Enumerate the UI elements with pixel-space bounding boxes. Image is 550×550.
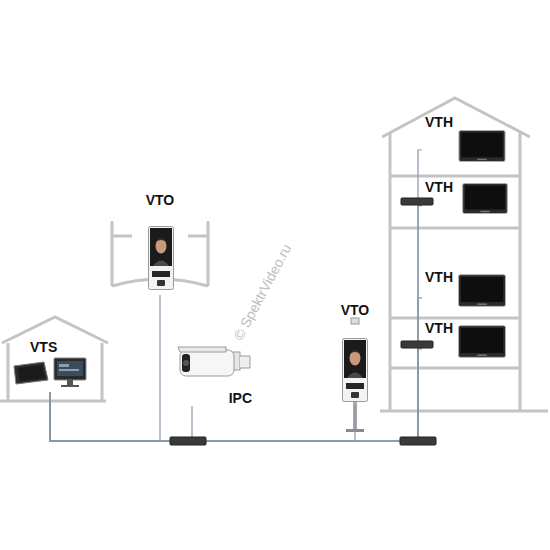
vts-devices bbox=[14, 358, 86, 387]
device-label: VTS bbox=[30, 339, 57, 355]
vto-device bbox=[343, 339, 368, 402]
network-cable bbox=[50, 298, 422, 441]
device-label: IPC bbox=[229, 390, 252, 406]
vth-monitor bbox=[459, 130, 505, 161]
network-cable bbox=[50, 295, 160, 441]
network-cable bbox=[50, 206, 422, 441]
ipc-label-box: IPC bbox=[176, 340, 256, 406]
device-label: VTH bbox=[425, 269, 453, 285]
vth-label-box: VTH bbox=[422, 114, 514, 164]
network-cable bbox=[50, 392, 355, 441]
vts-label-box: VTS bbox=[8, 337, 92, 392]
house-outline bbox=[0, 317, 108, 401]
device-label: VTO bbox=[146, 192, 175, 208]
ipc-camera bbox=[178, 347, 250, 376]
vth-label-box: VTH bbox=[422, 179, 514, 216]
vto-device bbox=[149, 227, 174, 290]
device-label: VTO bbox=[341, 302, 370, 318]
watermark: © SpektrVideo.ru bbox=[230, 241, 294, 343]
network-cable bbox=[50, 349, 422, 441]
network-switch bbox=[170, 198, 436, 445]
vto-label-box: VTO bbox=[328, 302, 382, 405]
vth-monitor bbox=[463, 183, 508, 213]
network-cable bbox=[50, 392, 192, 441]
vth-monitor bbox=[458, 275, 505, 307]
vto-label-box: VTO bbox=[132, 190, 188, 295]
device-label: VTH bbox=[425, 320, 453, 336]
vth-monitor bbox=[458, 326, 505, 358]
vth-label-box: VTH bbox=[422, 269, 514, 309]
device-label: VTH bbox=[425, 114, 453, 130]
building-outline bbox=[380, 98, 548, 411]
device-label: VTH bbox=[425, 179, 453, 195]
network-cable bbox=[50, 150, 422, 441]
vth-label-box: VTH bbox=[422, 320, 514, 360]
